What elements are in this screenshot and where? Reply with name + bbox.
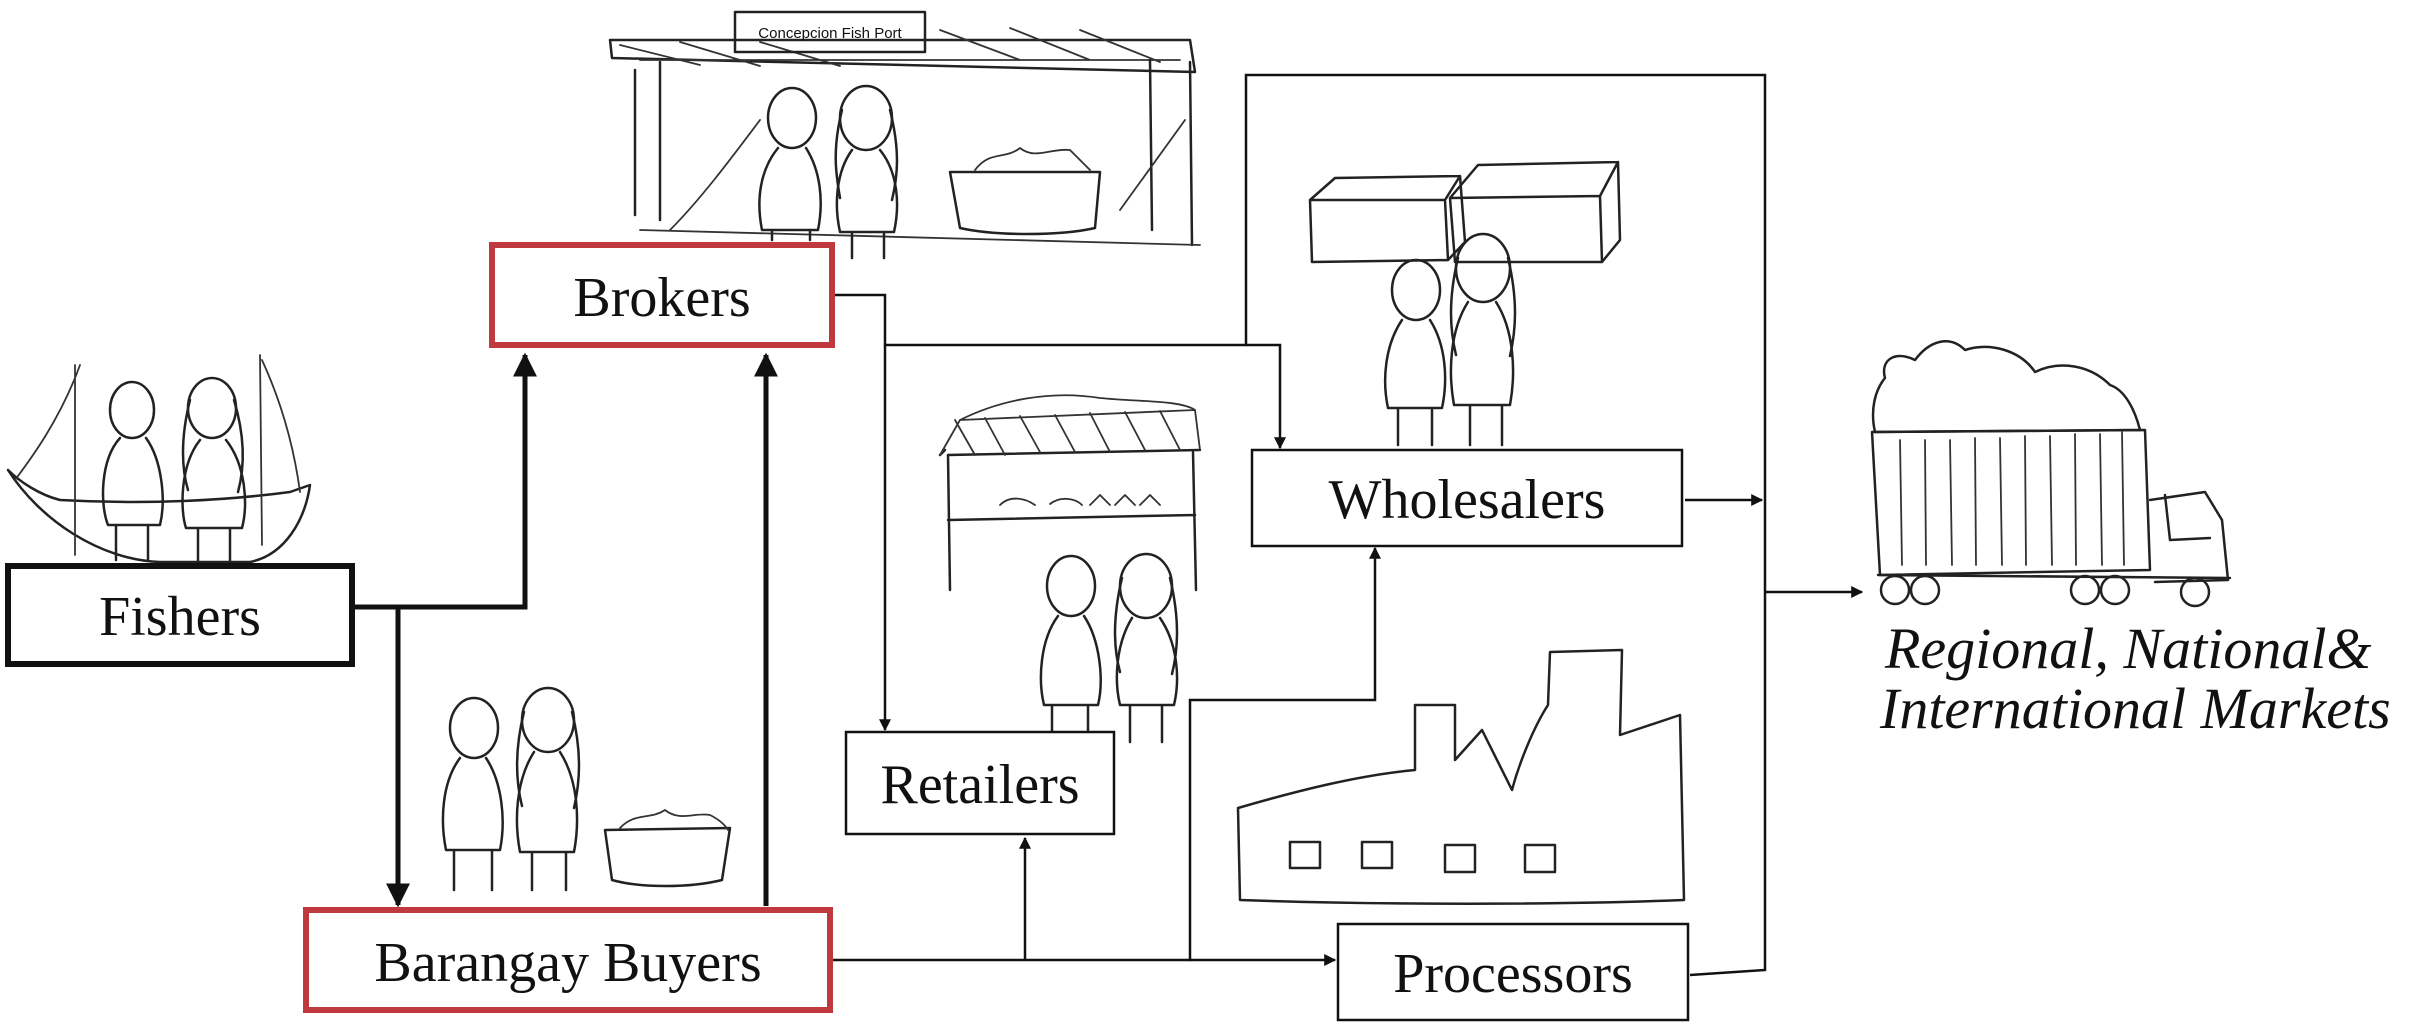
crates-icon bbox=[1308, 160, 1622, 264]
people-icon bbox=[101, 376, 247, 564]
markets-label-line1: Regional, National& bbox=[1884, 616, 2372, 681]
flow-brokers-out bbox=[835, 73, 1767, 500]
fish-port-sign: Concepcion Fish Port bbox=[758, 25, 902, 42]
node-wholesalers-label: Wholesalers bbox=[1329, 469, 1606, 531]
node-barangay-buyers: Barangay Buyers bbox=[303, 907, 833, 1013]
node-fishers-label: Fishers bbox=[99, 586, 261, 648]
markets-label: Regional, National& International Market… bbox=[1879, 616, 2391, 741]
markets-label-line2: International Markets bbox=[1879, 676, 2391, 741]
node-retailers: Retailers bbox=[844, 730, 1116, 836]
node-retailers-label: Retailers bbox=[880, 754, 1079, 816]
highlight-border bbox=[489, 242, 835, 348]
flow-brokers-to-wholesalers bbox=[1246, 343, 1286, 450]
node-wholesalers: Wholesalers bbox=[1250, 448, 1684, 548]
node-brokers: Brokers bbox=[489, 242, 835, 348]
fish-port-stall-icon: Concepcion Fish Port bbox=[608, 10, 1201, 247]
node-fishers: Fishers bbox=[5, 563, 355, 667]
people-icon bbox=[758, 84, 899, 260]
fish-basket-icon bbox=[603, 809, 732, 888]
highlight-border bbox=[303, 907, 833, 1013]
node-processors: Processors bbox=[1336, 922, 1690, 1022]
people-icon bbox=[441, 686, 581, 892]
people-icon bbox=[1039, 552, 1179, 744]
flow-barangay-buyers-out bbox=[832, 546, 1381, 962]
node-brokers-label: Brokers bbox=[573, 267, 750, 329]
truck-icon bbox=[1870, 340, 2232, 608]
node-barangay-buyers-label: Barangay Buyers bbox=[374, 932, 761, 994]
node-processors-label: Processors bbox=[1393, 943, 1633, 1005]
factory-icon bbox=[1236, 648, 1686, 905]
flow-processors-to-markets bbox=[1689, 500, 1767, 977]
people-icon bbox=[1383, 232, 1517, 447]
flow-fishers-to-brokers bbox=[354, 352, 537, 610]
fishing-boat-icon bbox=[6, 354, 312, 564]
market-stall-icon bbox=[938, 394, 1202, 592]
